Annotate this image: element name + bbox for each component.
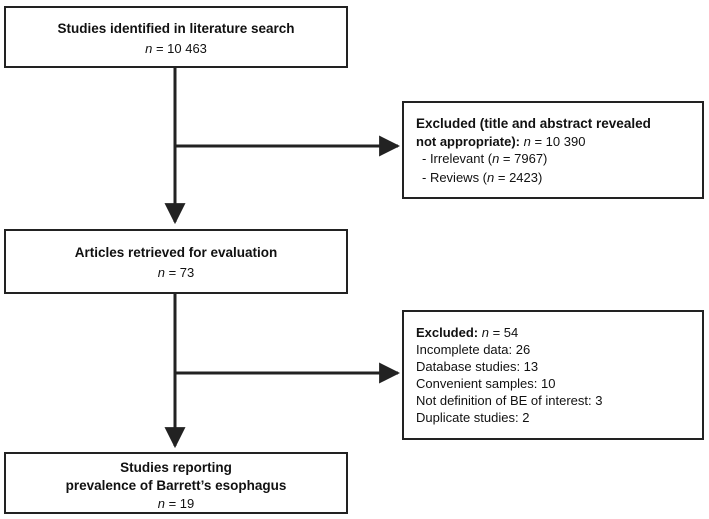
excluded2-item-duplicate: Duplicate studies: 2 [416,410,530,425]
excluded1-title-line2: not appropriate): [416,134,520,149]
excluded1-item-reviews: - Reviews (n = 2423) [422,170,543,185]
box-excluded-title-abstract: Excluded (title and abstract revealed no… [402,101,704,199]
retrieved-n-label: n [157,265,165,280]
box-studies-identified: Studies identified in literature search … [4,6,348,68]
reporting-title-line1: Studies reporting [120,460,232,475]
excluded2-item-database: Database studies: 13 [416,359,539,374]
excluded2-item-convenient: Convenient samples: 10 [416,376,556,391]
reporting-n-value: = 19 [164,496,195,511]
excluded2-n-label: n [481,325,489,340]
excluded2-n-value: = 54 [488,325,519,340]
excluded1-n-label: n [523,134,531,149]
reporting-n-label: n [157,496,165,511]
excluded1-title-line2-row: not appropriate): n = 10 390 [416,133,702,150]
identified-title: Studies identified in literature search [57,21,295,36]
reporting-title-line2: prevalence of Barrett’s esophagus [65,478,287,493]
reporting-count: n = 19 [6,495,346,512]
excluded1-n-value: = 10 390 [530,134,586,149]
identified-n-value: = 10 463 [152,41,207,56]
box-studies-reporting: Studies reporting prevalence of Barrett’… [4,452,348,514]
box-excluded-details: Excluded: n = 54 Incomplete data: 26 Dat… [402,310,704,440]
retrieved-title: Articles retrieved for evaluation [74,245,278,260]
excluded2-title: Excluded: [416,325,479,340]
box-articles-retrieved: Articles retrieved for evaluation n = 73 [4,229,348,294]
identified-count: n = 10 463 [6,40,346,57]
excluded2-item-definition: Not definition of BE of interest: 3 [416,393,603,408]
excluded1-title-line1: Excluded (title and abstract revealed [416,116,651,131]
excluded2-item-incomplete: Incomplete data: 26 [416,342,531,357]
excluded1-item-irrelevant: - Irrelevant (n = 7967) [422,151,548,166]
identified-n-label: n [145,41,153,56]
retrieved-n-value: = 73 [164,265,195,280]
excluded2-header: Excluded: n = 54 [416,324,702,341]
retrieved-count: n = 73 [6,264,346,281]
